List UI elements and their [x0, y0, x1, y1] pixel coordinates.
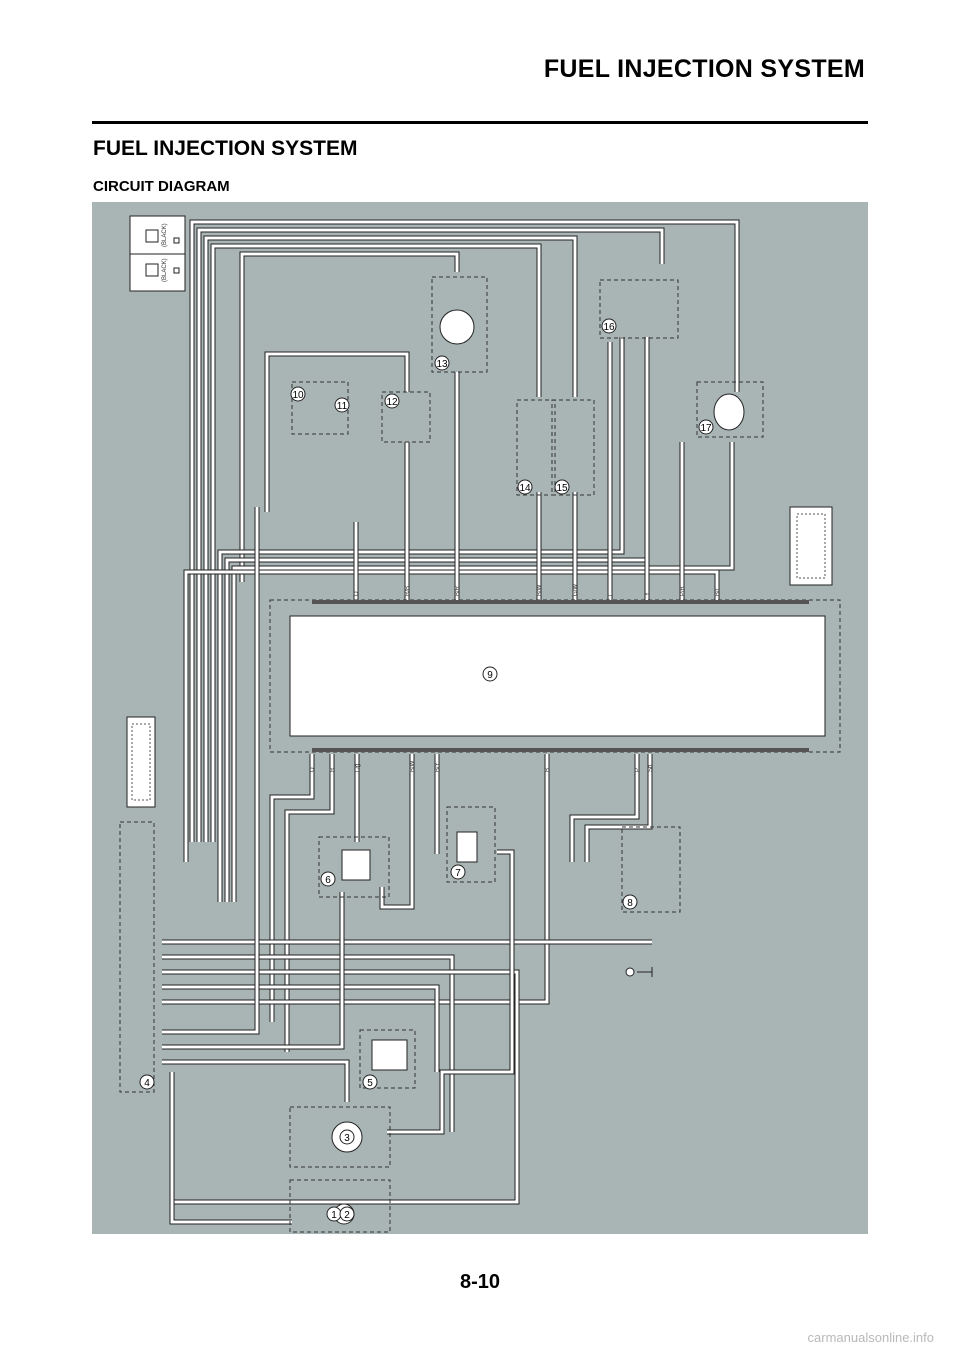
wire-code: Y: [645, 592, 651, 596]
watermark: carmanualsonline.info: [807, 1330, 934, 1345]
component-number: 8: [627, 898, 633, 909]
component-number: 17: [700, 423, 712, 434]
component-number: 11: [337, 401, 348, 412]
wire-code: B/L: [715, 586, 721, 596]
wire-code: B/Y: [435, 762, 441, 772]
component-number: 13: [436, 359, 448, 370]
ground-icon: [625, 967, 653, 977]
component-number: 6: [325, 875, 331, 886]
component-number: 3: [344, 1133, 350, 1144]
component-number-markers: 1 2 3 4 5 6 7 8 10 11 12 13 14 15 16 17: [139, 318, 714, 1222]
component-number: 12: [386, 397, 398, 408]
header-rule: [92, 121, 868, 124]
ecu-connector-icon: [789, 506, 833, 586]
wire-code: Sb: [648, 764, 654, 772]
ecu-block: 9: [269, 599, 841, 753]
wire-code: R: [330, 767, 336, 772]
wire-code: P/B: [680, 586, 686, 596]
component-number: 4: [144, 1078, 150, 1089]
running-header-title: FUEL INJECTION SYSTEM: [543, 55, 865, 83]
wire-code: B/R: [455, 585, 461, 596]
wire-code: P: [635, 768, 641, 772]
ecu-connector-left-icon: [126, 716, 156, 808]
component-number: 2: [344, 1210, 350, 1221]
component-number: 14: [519, 483, 531, 494]
wire-code: L: [608, 592, 614, 596]
wire-code: R/B: [405, 586, 411, 596]
component-number: 15: [556, 483, 568, 494]
section-title: FUEL INJECTION SYSTEM: [93, 137, 358, 160]
component-number: 1: [331, 1210, 337, 1221]
page-number: 8-10: [459, 1271, 501, 1293]
connector-label-2: (BLACK): [162, 258, 168, 282]
ecu-bottom-wire-codes: O R L/g B/W B/Y B P Sb: [310, 760, 654, 772]
component-number: 7: [455, 868, 461, 879]
wire-code: L/g: [355, 764, 361, 772]
ecu-top-wire-codes: O R/B B/R B/W G/W L Y P/B B/L: [354, 584, 721, 596]
connector-label-1: (BLACK): [162, 223, 168, 247]
wiring-harness: [162, 219, 740, 1225]
wire-code: O: [354, 591, 360, 596]
component-number: 5: [367, 1078, 373, 1089]
wire-code: B: [545, 768, 551, 772]
component-number: 16: [603, 322, 615, 333]
ecu-number-label: 9: [487, 670, 493, 681]
component-number: 10: [292, 390, 304, 401]
wire-code: G/W: [573, 584, 579, 596]
circuit-diagram-svg: .w { fill:none; stroke:#222; stroke-widt…: [119, 215, 841, 1233]
circuit-diagram: .w { fill:none; stroke:#222; stroke-widt…: [92, 202, 868, 1234]
connector-legend: (BLACK) (BLACK): [129, 215, 186, 292]
section-subtitle: CIRCUIT DIAGRAM: [93, 178, 230, 195]
wire-code: B/W: [410, 760, 416, 772]
wire-code: O: [310, 767, 316, 772]
wire-code: B/W: [537, 584, 543, 596]
